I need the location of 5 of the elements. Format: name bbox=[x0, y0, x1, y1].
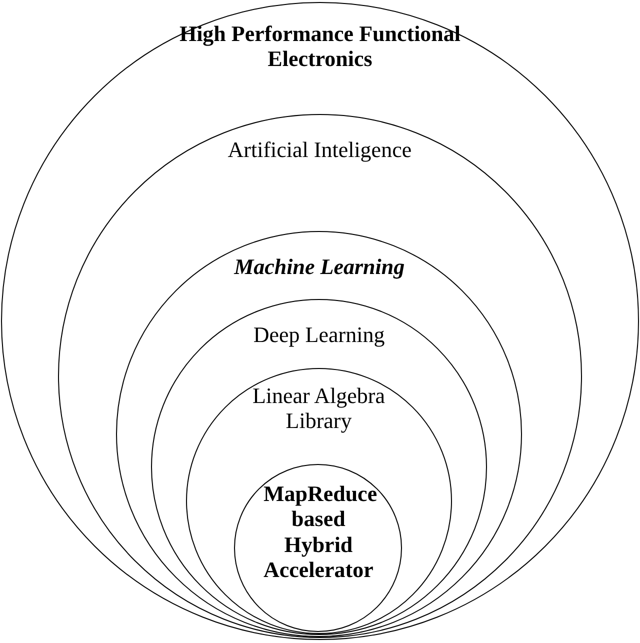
layer-title: Machine Learning bbox=[232, 254, 406, 280]
layer-title: Linear Algebra Library bbox=[251, 382, 386, 434]
layer-title: High Performance Functional Electronics bbox=[178, 21, 462, 72]
layer-title: Deep Learning bbox=[252, 322, 386, 348]
layer-title: Artificial Inteligence bbox=[226, 137, 413, 163]
